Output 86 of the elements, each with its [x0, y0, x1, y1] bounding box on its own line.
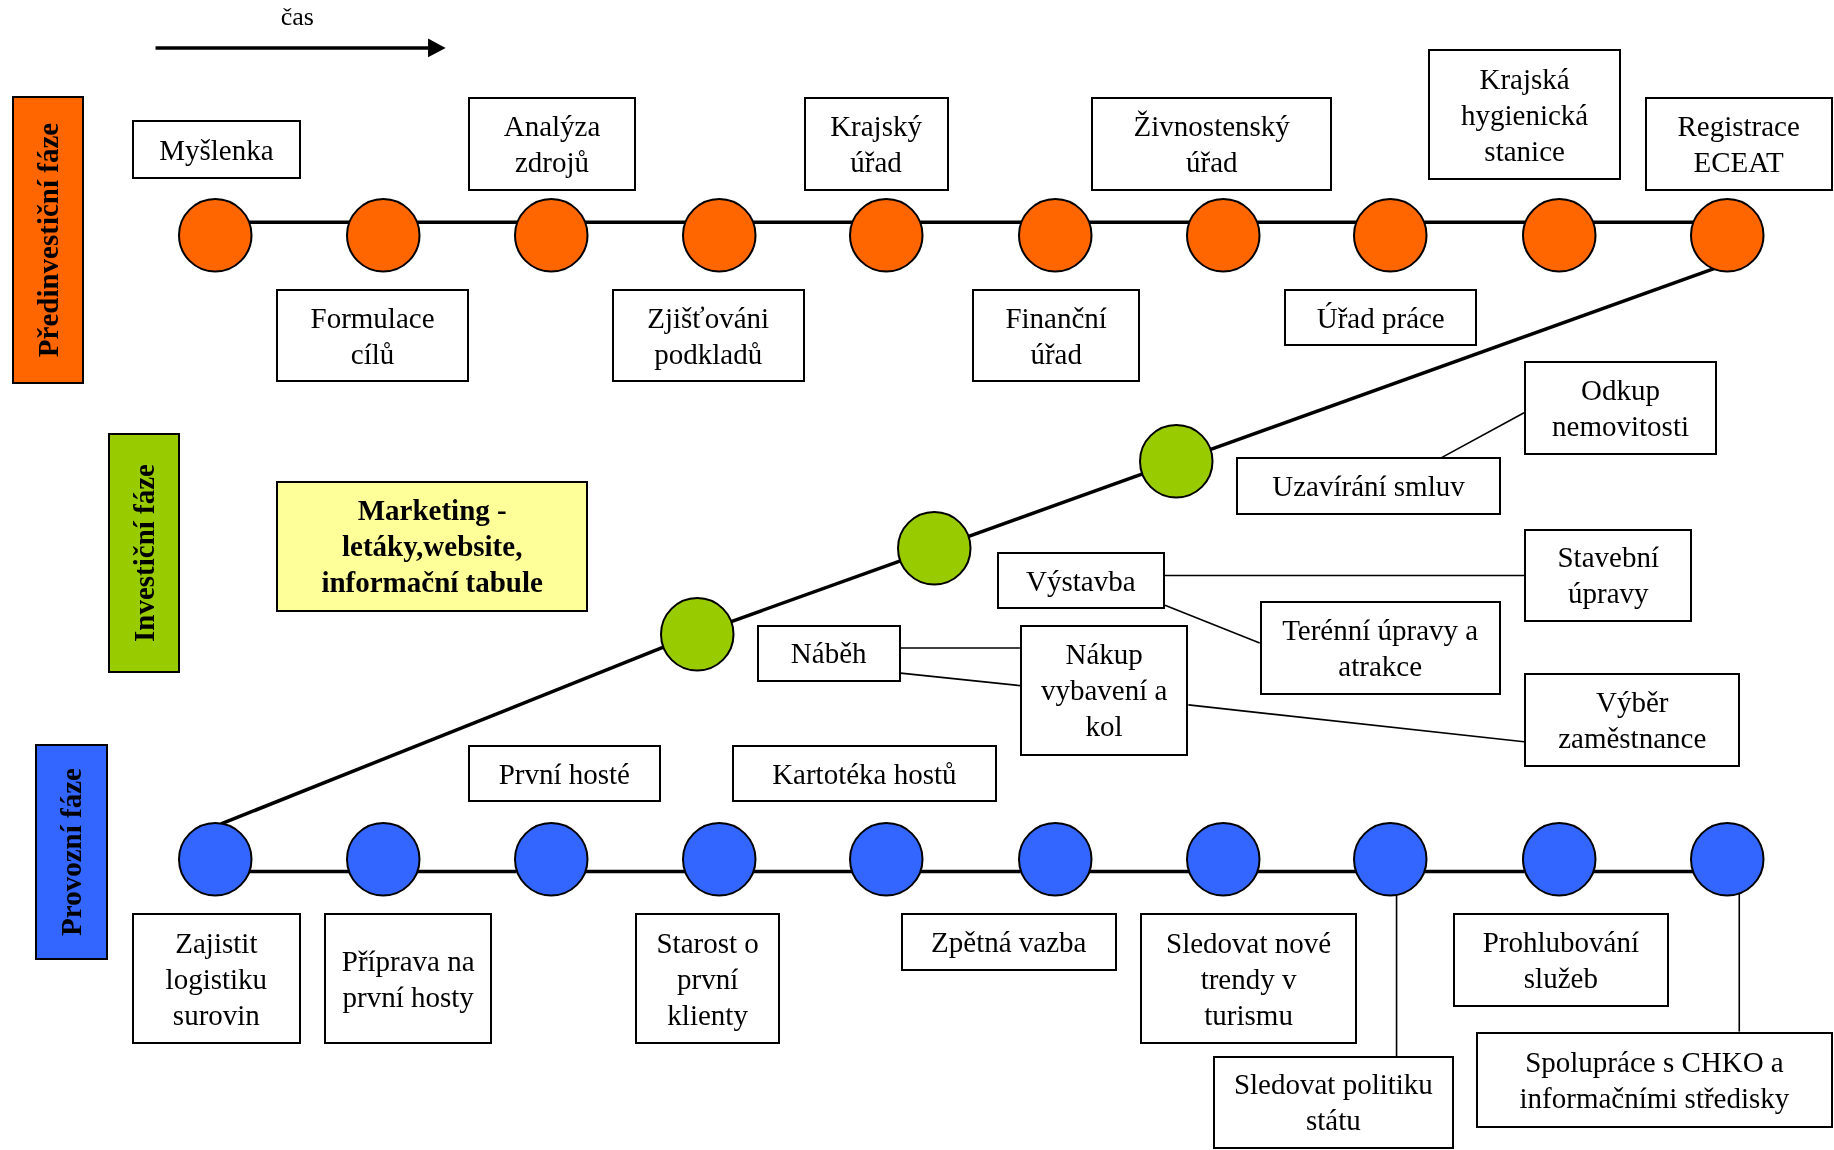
connector-line [249, 220, 350, 224]
milestone-circle [345, 821, 422, 898]
milestone-circle [848, 196, 925, 274]
milestone-circle [1185, 821, 1262, 898]
connector-line [1424, 220, 1526, 224]
step-box: Živnostenský úřad [1091, 97, 1333, 191]
milestone-circle [512, 821, 590, 898]
step-box: Krajská hygienická stanice [1428, 49, 1622, 181]
step-box: Zpětná vazba [900, 913, 1117, 971]
step-box: Příprava na první hosty [324, 913, 493, 1045]
step-box: Sledovat politiku státu [1212, 1056, 1454, 1149]
step-box: Odkup nemovitosti [1524, 361, 1717, 455]
connector-line [1395, 894, 1398, 1057]
step-box: Prohlubování služeb [1452, 913, 1670, 1008]
connector-line [920, 869, 1021, 874]
step-box: Uzavírání smluv [1236, 457, 1501, 515]
step-box: Výstavba [996, 552, 1165, 610]
connector-line [753, 869, 853, 874]
axis-label: čas [280, 2, 314, 33]
milestone-circle [681, 196, 758, 274]
connector-line [417, 220, 517, 224]
phase-band: Investiční fáze [107, 432, 181, 673]
milestone-circle [176, 821, 254, 898]
milestone-circle [848, 821, 925, 898]
connector-line [585, 869, 685, 874]
milestone-circle [1185, 196, 1262, 274]
connector-line [1164, 574, 1525, 577]
milestone-circle [1520, 196, 1598, 274]
connector-line [1257, 220, 1357, 224]
connector-line [899, 647, 1021, 649]
milestone-circle [896, 510, 973, 587]
connector-line [1738, 893, 1741, 1033]
step-box: Stavební úpravy [1524, 528, 1693, 623]
connector-line [1164, 604, 1261, 644]
step-box: Výběr zaměstnance [1524, 672, 1741, 768]
milestone-circle [658, 595, 736, 673]
step-box: Sledovat nové trendy v turismu [1140, 913, 1357, 1045]
milestone-circle [1689, 196, 1766, 274]
note-box: Marketing -letáky,website, informační tabule [276, 480, 589, 612]
connector-line [1441, 411, 1525, 459]
connector-line [584, 220, 686, 224]
milestone-circle [1016, 821, 1094, 898]
milestone-circle [1016, 196, 1094, 274]
connector-line [1187, 704, 1525, 743]
milestone-circle [681, 821, 758, 898]
step-box: Analýza zdrojů [467, 97, 637, 191]
milestone-circle [1689, 821, 1766, 898]
milestone-circle [1352, 196, 1429, 274]
milestone-circle [1138, 423, 1215, 500]
step-box: Terénní úpravy a atrakce [1259, 601, 1501, 695]
step-box: Nákup vybavení a kol [1019, 624, 1189, 756]
step-box: Spolupráce s CHKO a informačními středisky [1476, 1031, 1833, 1128]
step-box: Zjišťováni podkladů [611, 288, 805, 383]
step-box: Zajistit logistiku surovin [132, 913, 301, 1045]
connector-line [968, 472, 1144, 538]
connector-line [220, 645, 665, 826]
connector-line [920, 220, 1022, 224]
step-box: Starost o první klienty [635, 913, 781, 1045]
step-box: Myšlenka [132, 120, 301, 179]
milestone-circle [1352, 821, 1429, 898]
milestone-circle [1520, 821, 1598, 898]
connector-line [1257, 869, 1357, 874]
connector-line [1210, 267, 1715, 452]
connector-line [417, 869, 517, 874]
step-box: První hosté [467, 745, 661, 803]
phase-band: Předinvestiční fáze [11, 95, 85, 384]
step-box: Formulace cílů [276, 288, 469, 383]
connector-line [753, 220, 853, 224]
step-box: Úřad práce [1284, 288, 1478, 347]
connector-line [1088, 220, 1190, 224]
step-box: Náběh [756, 624, 901, 682]
connector-line [1593, 220, 1694, 224]
milestone-circle [345, 196, 422, 274]
connector-line [730, 559, 901, 624]
connector-line [899, 672, 1021, 687]
step-box: Registrace ECEAT [1644, 97, 1833, 191]
phase-band: Provozní fáze [35, 743, 108, 961]
connector-line [1593, 869, 1694, 874]
connector-line [249, 869, 350, 874]
connector-line [1089, 869, 1190, 874]
milestone-circle [512, 196, 590, 274]
step-box: Kartotéka hostů [732, 745, 997, 803]
step-box: Finanční úřad [971, 288, 1141, 383]
connector-line [1425, 869, 1525, 874]
step-box: Krajský úřad [803, 97, 949, 191]
milestone-circle [176, 196, 254, 274]
